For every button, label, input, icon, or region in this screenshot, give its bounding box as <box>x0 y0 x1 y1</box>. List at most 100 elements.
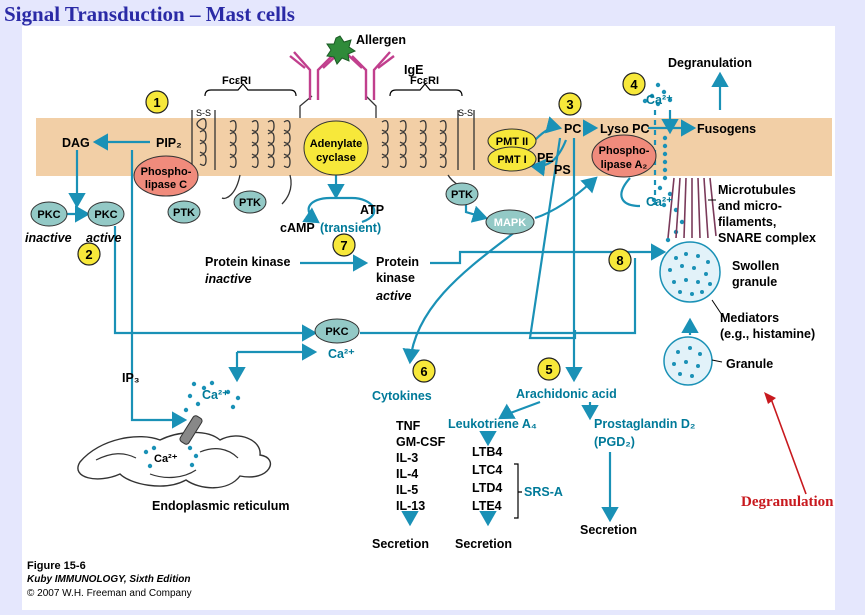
copyright: © 2007 W.H. Freeman and Company <box>27 588 192 599</box>
ss-right-label: S-S <box>458 108 473 118</box>
ltd4-label: LTD4 <box>472 481 502 495</box>
microtubules-label-1: Microtubules <box>718 183 796 197</box>
swollen-granule <box>659 241 721 303</box>
pkc-inactive-label: PKC <box>37 209 60 221</box>
calcium-dots <box>143 82 685 469</box>
swollen-granule-label-1: Swollen <box>732 259 779 273</box>
phospholipase-a2-label-1: Phospho- <box>599 145 650 157</box>
adenylate-cyclase-label-2: cyclase <box>316 152 356 164</box>
secretion-leukotrienes: Secretion <box>455 537 512 551</box>
adenylate-cyclase-label-1: Adenylate <box>310 138 363 150</box>
pkc-active <box>87 201 125 227</box>
microtubules-label-2: and micro- <box>718 199 782 213</box>
fceri-bracket-left <box>204 83 297 97</box>
step-1 <box>145 90 169 114</box>
granule <box>663 336 713 386</box>
step-8 <box>608 248 632 272</box>
pkc-cytosolic-label: PKC <box>325 326 348 338</box>
phospholipase-c-label-1: Phospho- <box>141 166 192 178</box>
microtubules-label-4: SNARE complex <box>718 231 816 245</box>
phospholipase-c <box>133 155 199 197</box>
step-6 <box>412 359 436 383</box>
pgd2-label: (PGD₂) <box>594 435 635 449</box>
fceri-bracket-right <box>389 83 463 97</box>
adenylate-cyclase <box>303 120 369 176</box>
cytokine-gmcsf: GM-CSF <box>396 435 446 449</box>
ss-left-label: S-S <box>196 108 211 118</box>
camp-label: cAMP <box>280 221 315 235</box>
figure-number: Figure 15-6 <box>27 560 86 572</box>
step-3-label: 3 <box>566 97 573 112</box>
arachidonic-acid-label: Arachidonic acid <box>516 387 617 401</box>
pc-label: PC <box>564 122 581 136</box>
step-4 <box>622 72 646 96</box>
ige-label: IgE <box>404 63 423 77</box>
er-label: Endoplasmic reticulum <box>152 499 290 513</box>
ca-top-label: Ca²⁺ <box>646 93 673 107</box>
cytokine-il3: IL-3 <box>396 451 418 465</box>
pkc-inactive <box>30 201 68 227</box>
protein-kinase-inactive-label: inactive <box>205 272 252 286</box>
pathway-arrows <box>67 71 729 527</box>
cytokine-tnf: TNF <box>396 419 421 433</box>
allergen-icon <box>326 35 357 65</box>
lyso-pc-label: Lyso PC <box>600 122 650 136</box>
ca-mid-label: Ca²⁺ <box>646 195 673 209</box>
ptk-3-label: PTK <box>451 189 473 201</box>
ptk-3 <box>445 182 479 206</box>
granule-label: Granule <box>726 357 773 371</box>
ca-er-label: Ca²⁺ <box>154 453 178 465</box>
mapk-label: MAPK <box>494 217 526 229</box>
ltb4-label: LTB4 <box>472 445 502 459</box>
step-8-label: 8 <box>616 253 623 268</box>
cytokine-il4: IL-4 <box>396 467 418 481</box>
step-5 <box>537 357 561 381</box>
fceri-receptor-right <box>365 95 475 189</box>
prostaglandin-d2-label: Prostaglandin D₂ <box>594 417 695 431</box>
step-5-label: 5 <box>545 362 552 377</box>
active-label: active <box>86 231 121 245</box>
protein-kinase-active-label-2: kinase <box>376 271 415 285</box>
book-credit: Kuby IMMUNOLOGY, Sixth Edition <box>27 574 191 585</box>
ptk-2-label: PTK <box>239 197 261 209</box>
ptk-2 <box>233 190 267 214</box>
step-7 <box>332 233 356 257</box>
pmt2-label: PMT II <box>496 136 528 148</box>
protein-kinase-active-label-1: Protein <box>376 255 419 269</box>
annotation-arrow <box>769 395 807 495</box>
ptk-1 <box>167 200 201 224</box>
step-2 <box>77 242 101 266</box>
step-1-label: 1 <box>153 95 160 110</box>
pkc-active-label: PKC <box>94 209 117 221</box>
pmt1-label: PMT I <box>497 154 526 166</box>
pe-label: PE <box>537 151 554 165</box>
mapk <box>485 209 535 235</box>
leukotriene-a4-label: Leukotriene A₄ <box>448 417 537 431</box>
swollen-granule-label-2: granule <box>732 275 777 289</box>
secretion-prostaglandin: Secretion <box>580 523 637 537</box>
step-4-label: 4 <box>630 77 638 92</box>
phospholipase-c-label-2: lipase C <box>145 179 187 191</box>
srsa-bracket <box>514 463 522 519</box>
protein-kinase-active-label-3: active <box>376 289 411 303</box>
slide-title: Signal Transduction – Mast cells <box>4 2 295 26</box>
phospholipase-a2 <box>591 134 657 178</box>
step-6-label: 6 <box>420 364 427 379</box>
allergen-label: Allergen <box>356 33 406 47</box>
step-2-label: 2 <box>85 247 92 262</box>
dag-label: DAG <box>62 136 90 150</box>
cytokines-label: Cytokines <box>372 389 432 403</box>
fusogens-label: Fusogens <box>697 122 756 136</box>
step-7-label: 7 <box>340 238 347 253</box>
ca-er-cloud-label: Ca²⁺ <box>202 388 229 402</box>
cytokine-il5: IL-5 <box>396 483 418 497</box>
mediators-label-1: Mediators <box>720 311 779 325</box>
lte4-label: LTE4 <box>472 499 502 513</box>
microtubules <box>667 177 717 239</box>
ca-pkc-label: Ca²⁺ <box>328 347 355 361</box>
step-markers <box>77 72 646 383</box>
fceri-right-label: FcεRI <box>410 75 439 87</box>
ltc4-label: LTC4 <box>472 463 502 477</box>
step-3 <box>558 92 582 116</box>
